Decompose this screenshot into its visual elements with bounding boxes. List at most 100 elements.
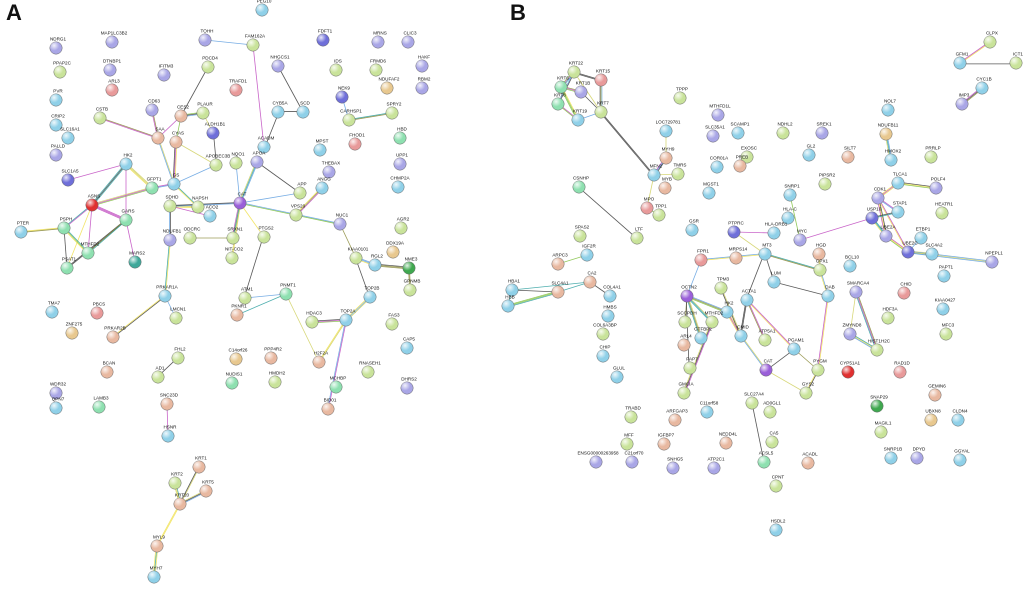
node-KRT6[interactable]: KRT6 bbox=[554, 76, 569, 94]
node-TOP2B[interactable]: TOP2B bbox=[363, 286, 380, 304]
node-RNASEH1[interactable]: RNASEH1 bbox=[359, 361, 381, 379]
node-ETBP1[interactable]: ETBP1 bbox=[914, 227, 931, 245]
node-SMARCA4[interactable]: SMARCA4 bbox=[847, 281, 870, 299]
node-KRT2[interactable]: KRT2 bbox=[168, 472, 183, 490]
node-COL6A3BP[interactable]: COL6A3BP bbox=[593, 323, 617, 341]
node-PPP4R2[interactable]: PPP4R2 bbox=[264, 347, 282, 365]
node-MARS2[interactable]: MARS2 bbox=[128, 251, 146, 269]
node-SCAMP1[interactable]: SCAMP1 bbox=[731, 122, 750, 140]
node-CA5[interactable]: CA5 bbox=[765, 431, 779, 449]
node-GSR[interactable]: GSR bbox=[685, 219, 700, 237]
node-MPO[interactable]: MPO bbox=[640, 197, 655, 215]
node-DAB[interactable]: DAB bbox=[821, 285, 835, 303]
node-HGD[interactable]: HGD bbox=[812, 243, 827, 261]
node-FAS3[interactable]: FAS3 bbox=[385, 313, 400, 331]
node-RAD1D[interactable]: RAD1D bbox=[893, 361, 911, 379]
node-CAP5[interactable]: CAP5 bbox=[400, 337, 416, 355]
node-FHL2[interactable]: FHL2 bbox=[171, 347, 186, 365]
node-TPP1[interactable]: TPP1 bbox=[652, 204, 667, 222]
node-CHID[interactable]: CHID bbox=[897, 282, 912, 300]
node-ODCRC[interactable]: ODCRC bbox=[183, 227, 202, 245]
node-ATP2C1[interactable]: ATP2C1 bbox=[707, 457, 725, 475]
node-OCTN2[interactable]: OCTN2 bbox=[680, 285, 697, 303]
node-KRT7[interactable]: KRT7 bbox=[594, 101, 609, 119]
node-BCAN[interactable]: BCAN bbox=[100, 361, 116, 379]
node-HSDL2[interactable]: HSDL2 bbox=[769, 519, 786, 537]
node-SILT7[interactable]: SILT7 bbox=[841, 146, 857, 164]
node-ACSL5[interactable]: ACSL5 bbox=[757, 451, 774, 469]
node-HBD[interactable]: HBD bbox=[393, 127, 408, 145]
node-ARL3[interactable]: ARL3 bbox=[105, 79, 120, 97]
node-SNRP1[interactable]: SNRP1 bbox=[783, 184, 800, 202]
node-NME3[interactable]: NME3 bbox=[402, 257, 418, 275]
node-GYS2[interactable]: GYS2 bbox=[799, 382, 815, 400]
node-SLC4A2[interactable]: SLC4A2 bbox=[925, 243, 943, 261]
node-IGFBP7[interactable]: IGFBP7 bbox=[657, 433, 675, 451]
node-MFN2[interactable]: MFN2 bbox=[647, 164, 663, 182]
node-KRT19[interactable]: KRT19 bbox=[571, 109, 588, 127]
node-NEDD4L[interactable]: NEDD4L bbox=[719, 432, 738, 450]
node-FAM162A[interactable]: FAM162A bbox=[245, 34, 266, 52]
node-ACO2[interactable]: ACO2 bbox=[203, 205, 219, 223]
node-PTGS2[interactable]: PTGS2 bbox=[257, 226, 274, 244]
node-HLA-C[interactable]: HLA-C bbox=[781, 207, 798, 225]
node-SPAS2[interactable]: SPAS2 bbox=[573, 225, 590, 243]
node-MYL9[interactable]: MYL9 bbox=[150, 535, 166, 553]
node-ICT1[interactable]: ICT1 bbox=[1009, 52, 1024, 70]
node-ATM1[interactable]: ATM1 bbox=[238, 287, 254, 305]
node-MRNS[interactable]: MRNS bbox=[371, 31, 387, 49]
node-NDUFB1[interactable]: NDUFB1 bbox=[163, 229, 182, 247]
node-SNAP29[interactable]: SNAP29 bbox=[870, 395, 888, 413]
node-PRKAR1A[interactable]: PRKAR1A bbox=[156, 285, 179, 303]
node-MAP1LC3B2[interactable]: MAP1LC3B2 bbox=[101, 31, 128, 49]
node-PALLD[interactable]: PALLD bbox=[49, 144, 66, 162]
node-NUC1[interactable]: NUC1 bbox=[333, 213, 349, 231]
node-NDRG1[interactable]: NDRG1 bbox=[49, 37, 67, 55]
node-SNRP1B[interactable]: SNRP1B bbox=[884, 447, 902, 465]
node-RBM2[interactable]: RBM2 bbox=[415, 77, 431, 95]
node-PAP7[interactable]: PAP7 bbox=[683, 357, 698, 375]
node-APOBEC3B[interactable]: APOBEC3B bbox=[206, 154, 231, 172]
node-GFM1[interactable]: GFM1 bbox=[953, 52, 969, 70]
node-GLUL[interactable]: GLUL bbox=[610, 366, 626, 384]
node-PSAT1[interactable]: PSAT1 bbox=[60, 257, 77, 275]
node-RGL2[interactable]: RGL2 bbox=[368, 254, 384, 272]
node-ACADM[interactable]: ACADM bbox=[257, 136, 275, 154]
node-LUM[interactable]: LUM bbox=[767, 271, 781, 289]
node-PLAUR[interactable]: PLAUR bbox=[196, 102, 214, 120]
node-DPYD[interactable]: DPYD bbox=[910, 447, 926, 465]
node-HK2[interactable]: HK2 bbox=[119, 153, 133, 171]
node-KRT8[interactable]: KRT8 bbox=[551, 93, 566, 111]
node-AGR2[interactable]: AGR2 bbox=[394, 217, 410, 235]
node-CAT[interactable]: CAT bbox=[233, 192, 247, 210]
node-CHIP[interactable]: CHIP bbox=[596, 345, 611, 363]
node-APOA[interactable]: APOA bbox=[250, 151, 267, 169]
node-NDUFAF2[interactable]: NDUFAF2 bbox=[379, 77, 400, 95]
node-UBXN8[interactable]: UBXN8 bbox=[924, 409, 941, 427]
node-SLC35A1[interactable]: SLC35A1 bbox=[705, 125, 725, 143]
node-GPNMB[interactable]: GPNMB bbox=[403, 279, 421, 297]
node-ACTA1[interactable]: ACTA1 bbox=[740, 289, 757, 307]
node-CYP51A1[interactable]: CYP51A1 bbox=[840, 361, 861, 379]
node-CSTB[interactable]: CSTB bbox=[93, 107, 108, 125]
node-DTNBP1[interactable]: DTNBP1 bbox=[103, 59, 122, 77]
node-GPX1[interactable]: GPX1 bbox=[813, 259, 829, 277]
node-MAGIL1[interactable]: MAGIL1 bbox=[874, 421, 892, 439]
node-SAA[interactable]: SAA bbox=[151, 127, 166, 145]
node-CLPX[interactable]: CLPX bbox=[983, 31, 998, 49]
node-TRABD[interactable]: TRABD bbox=[624, 406, 642, 424]
node-KRT15[interactable]: KRT15 bbox=[594, 69, 611, 87]
node-HBB[interactable]: HBB bbox=[501, 295, 515, 313]
node-CES2[interactable]: CES2 bbox=[174, 105, 190, 123]
node-ARL4[interactable]: ARL4 bbox=[677, 334, 692, 352]
node-SREK1[interactable]: SREK1 bbox=[815, 122, 832, 140]
node-MTHFD2[interactable]: MTHFD2 bbox=[705, 311, 724, 329]
node-PKNR1[interactable]: PKNR1 bbox=[230, 304, 247, 322]
node-GFPT1[interactable]: GFPT1 bbox=[145, 177, 162, 195]
node-HK2[interactable]: HK2 bbox=[720, 301, 734, 319]
node-HEATR1[interactable]: HEATR1 bbox=[935, 202, 953, 220]
node-SPRY2[interactable]: SPRY2 bbox=[385, 102, 402, 120]
node-MPST[interactable]: MPST bbox=[313, 139, 329, 157]
node-MYH9[interactable]: MYH9 bbox=[659, 147, 675, 165]
node-GTFBP2[interactable]: GTFBP2 bbox=[694, 327, 712, 345]
